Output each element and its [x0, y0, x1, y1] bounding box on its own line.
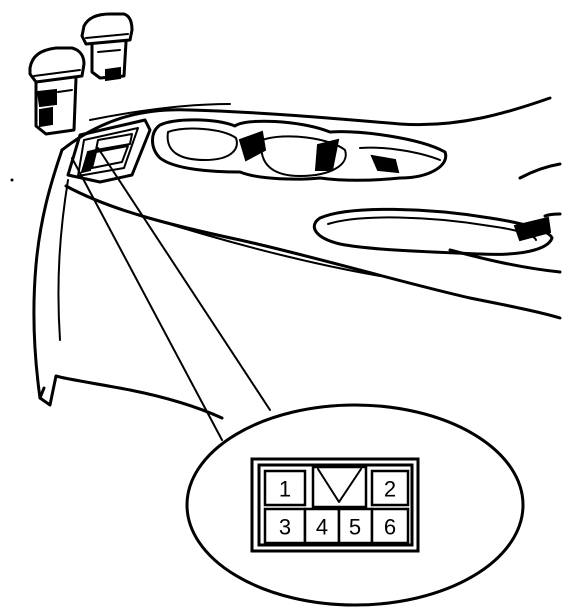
switch-bezel — [66, 118, 152, 184]
cup-holders — [151, 118, 448, 182]
pin-cell-6 — [370, 507, 410, 545]
pin-cell-1 — [263, 469, 307, 507]
storage-tray — [312, 207, 554, 256]
pin-cell-5 — [337, 507, 374, 545]
connector-keyway — [311, 465, 368, 509]
pin-label-1: 1 — [279, 477, 291, 502]
connector-face: 1 2 3 4 5 6 — [250, 457, 420, 553]
pin-cell-2 — [370, 469, 410, 507]
pin-label-5: 5 — [349, 515, 361, 540]
pin-label-6: 6 — [384, 515, 396, 540]
center-console — [32, 96, 562, 420]
pin-cell-3 — [263, 507, 307, 545]
window-switch-front — [28, 46, 86, 136]
stray-dot — [10, 178, 14, 182]
callout-leaders — [71, 147, 271, 441]
pin-label-4: 4 — [316, 515, 328, 540]
pin-label-2: 2 — [384, 477, 396, 502]
callout-ellipse — [185, 403, 525, 607]
window-switch-rear — [80, 12, 134, 82]
pin-label-3: 3 — [279, 515, 291, 540]
